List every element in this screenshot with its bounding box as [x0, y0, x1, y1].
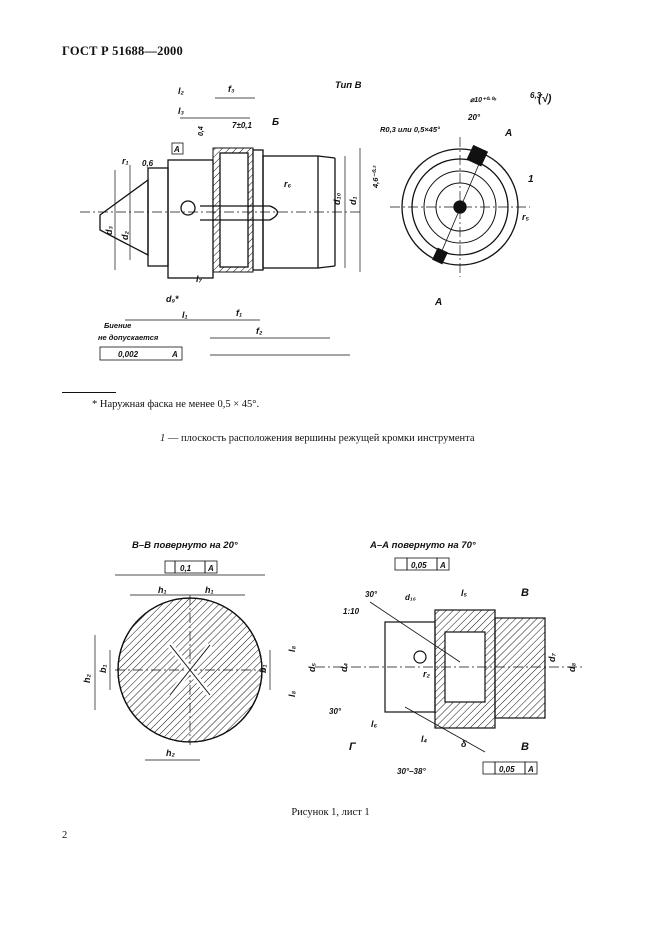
runout-label-2: не допускается [98, 333, 159, 342]
section-aa-title: А–А повернуто на 70° [370, 540, 476, 551]
dim-d9: d₉* [166, 294, 179, 304]
legend-number: 1 [160, 433, 166, 444]
section-b-bottom: B [521, 741, 529, 753]
dim-d7: d₇ [547, 653, 557, 662]
section-bb-drawing: 0,1 A h₁ h₁ b₁ b₁ h₂ h₂ [82, 560, 271, 761]
label-g: Г [349, 741, 357, 753]
angle-30: 30° [365, 590, 378, 599]
delta: δ [461, 739, 467, 749]
sym-datum: A [207, 564, 214, 573]
footnote: * Наружная фаска не менее 0,5 × 45°. [92, 399, 260, 410]
surface-finish-mark: (√) [538, 93, 552, 105]
runout-frame [99, 346, 183, 361]
chamfer-note: R0,3 или 0,5×45° [380, 125, 441, 134]
dim-d2: d₂ [120, 231, 130, 240]
datum-a: A [173, 145, 180, 154]
section-bb-title: В–В повернуто на 20° [132, 540, 238, 551]
dim-l8-bottom: l₈ [287, 690, 297, 697]
tol-top: 0,05 [411, 561, 427, 570]
footnote-rule [62, 392, 116, 393]
legend-text: — плоскость расположения вершины режущей… [165, 433, 475, 444]
runout-value: 0,002 [118, 350, 139, 359]
dim-d16: d₁₆ [405, 593, 416, 602]
tol-bottom: 0,05 [499, 765, 515, 774]
tol-top-datum: A [439, 561, 446, 570]
dim-l4: l₄ [421, 734, 428, 744]
dim-h1-left: h₁ [158, 585, 167, 595]
end-view [390, 137, 530, 277]
tol-bottom-datum: A [527, 765, 534, 774]
dim-l3: l₃ [178, 106, 185, 116]
standard-code: ГОСТ Р 51688—2000 [62, 44, 183, 58]
top-drawing: l₂ l₃ f₃ 7±0,1 Б r₁ 0,6 0,4 A r₆ d₁₀ d₁ … [80, 80, 552, 361]
dim-f1: f₁ [236, 308, 242, 318]
datum-a-box [171, 142, 184, 155]
dim-r2: r₂ [423, 669, 431, 679]
page-number: 2 [62, 830, 68, 841]
taper: 1:10 [343, 607, 360, 616]
dim-l8-top: l₈ [287, 645, 297, 652]
dim-h1-right: h₁ [205, 585, 214, 595]
surface-finish: 6,3 [530, 91, 542, 100]
dim-d1: d₁ [348, 196, 358, 205]
section-a-top: A [504, 128, 512, 139]
runout-datum: A [171, 350, 178, 359]
section-b-label: Б [272, 117, 279, 128]
section-aa-drawing: 0,05 A l₅ B B 30° d₁₆ 1:10 l₈ l₈ d₅ d₄ r… [287, 557, 585, 776]
dim-d4: d₄ [339, 663, 349, 672]
dim-dia-tol: ⌀10⁺⁰·⁰⁹ [470, 96, 497, 104]
legend-line: 1 — плоскость расположения вершины режущ… [160, 433, 475, 444]
dim-b1-left: b₁ [98, 664, 108, 673]
dim-d3: d₃ [104, 226, 114, 235]
dim-f2: f₂ [256, 326, 263, 336]
dim-l7: l₇ [196, 274, 203, 284]
label-1: 1 [528, 174, 534, 185]
dim-ratio-04: 0,4 [198, 126, 205, 136]
dim-r6: r₆ [284, 179, 292, 189]
dim-h2-bottom: h₂ [166, 748, 175, 758]
dim-d8: d₈ [567, 663, 577, 672]
dim-46: 4,6⁻⁰·² [371, 165, 380, 189]
dim-r1: r₁ [122, 156, 129, 166]
sym-tol: 0,1 [180, 564, 192, 573]
dim-d10: d₁₀ [332, 192, 342, 205]
section-a-bottom: A [434, 297, 442, 308]
section-b-top: B [521, 587, 529, 599]
dim-h2-side: h₂ [82, 674, 92, 683]
figure-caption: Рисунок 1, лист 1 [291, 807, 370, 818]
dim-l5: l₅ [461, 588, 468, 598]
dim-r5: r₅ [522, 212, 530, 222]
angle-range: 30°–38° [397, 767, 426, 776]
type-label: Тип В [335, 80, 362, 91]
side-view [80, 97, 361, 356]
dim-f3: f₃ [228, 84, 235, 94]
dim-l1: l₁ [182, 310, 188, 320]
dim-tol-7: 7±0,1 [232, 121, 253, 130]
dim-d5: d₅ [307, 663, 317, 672]
angle-30b: 30° [329, 707, 342, 716]
dim-l6: l₆ [371, 719, 378, 729]
dim-l2: l₂ [178, 86, 185, 96]
angle-20: 20° [467, 113, 481, 122]
dim-chamfer: 0,6 [142, 159, 154, 168]
dim-b1-right: b₁ [258, 664, 268, 673]
runout-label-1: Биение [104, 321, 131, 330]
